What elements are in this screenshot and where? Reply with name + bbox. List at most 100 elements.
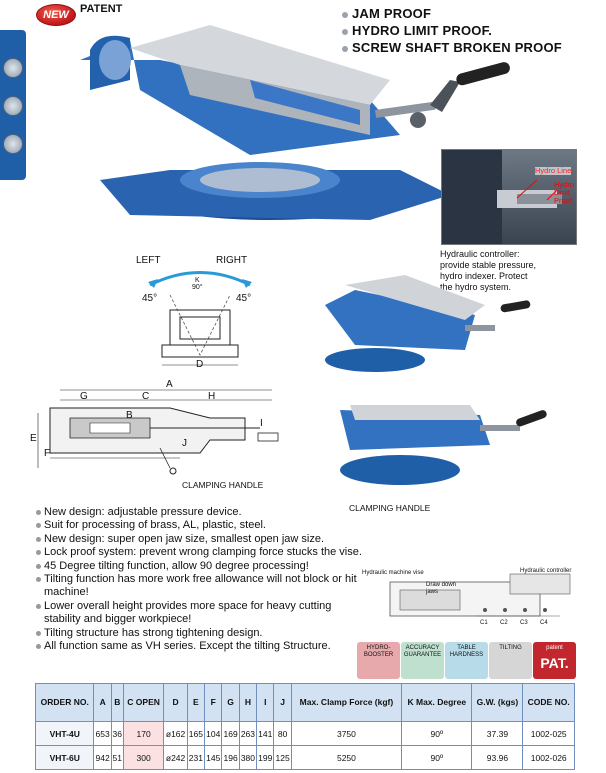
dim-h: H <box>208 391 216 402</box>
table-header-cell: G.W. (kgs) <box>471 683 524 722</box>
main-vise-photo <box>80 25 510 220</box>
vise-photo-flat <box>340 405 547 485</box>
list-item: New design: adjustable pressure device. <box>36 506 366 519</box>
table-cell: 37.39 <box>471 721 524 746</box>
dim-b: B <box>126 410 133 421</box>
table-cell: ø242 <box>163 745 188 770</box>
clamping-handle-photo-label: CLAMPING HANDLE <box>349 503 431 513</box>
left-label: LEFT <box>136 255 161 266</box>
table-cell: 263 <box>238 721 258 746</box>
draw-down-label-1: Draw down <box>426 582 457 588</box>
controller-label: Hydraulic controller <box>520 568 572 574</box>
hydro-limit-label-1: Hydro <box>554 180 575 189</box>
right-label: RIGHT <box>216 255 248 266</box>
table-header-cell: F <box>204 683 223 722</box>
chuck-image <box>3 58 23 78</box>
feature-jam-proof: JAM PROOF <box>342 6 431 21</box>
table-cell: 1002-026 <box>522 745 575 770</box>
dim-i: I <box>260 418 263 429</box>
feature-list: New design: adjustable pressure device. … <box>36 506 366 653</box>
table-cell: 300 <box>122 745 165 770</box>
table-cell: 51 <box>110 745 124 770</box>
accuracy-guarantee-icon: ACCURACY GUARANTEE <box>401 642 444 679</box>
k-label: K <box>195 277 200 284</box>
list-item: Tilting function has more work free allo… <box>36 573 366 600</box>
table-cell: 653 <box>93 721 112 746</box>
table-cell: 90º <box>401 721 473 746</box>
table-cell: 93.96 <box>471 745 524 770</box>
table-header-cell: E <box>186 683 206 722</box>
table-cell: 36 <box>110 721 124 746</box>
d-label: D <box>196 359 204 370</box>
k-angle-label: 90° <box>192 284 203 291</box>
dim-g: G <box>80 391 88 402</box>
hydro-booster-icon: HYDRO-BOOSTER <box>357 642 400 679</box>
table-header-cell: A <box>93 683 112 722</box>
angle-right-label: 45° <box>236 293 252 304</box>
hydro-limit-label-3: Proof <box>554 196 572 205</box>
table-header-cell: H <box>238 683 258 722</box>
table-header-cell: K Max. Degree <box>401 683 473 722</box>
table-row: VHT-4U 653 36 170 ø162 165 104 169 263 1… <box>34 721 575 746</box>
clamping-handle-diagram-label: CLAMPING HANDLE <box>182 480 264 490</box>
table-header-cell: B <box>110 683 124 722</box>
c2-label: C2 <box>500 620 508 626</box>
list-item: Suit for processing of brass, AL, plasti… <box>36 519 366 532</box>
table-cell: 141 <box>256 721 275 746</box>
table-cell: 3750 <box>290 721 403 746</box>
section-diagram: A G C H B E F J I CLAMPING HANDLE <box>30 378 290 493</box>
table-cell: ø162 <box>163 721 188 746</box>
table-cell: VHT-6U <box>34 745 95 770</box>
table-header-cell: ORDER NO. <box>34 683 95 722</box>
table-header-cell: J <box>273 683 292 722</box>
spec-table: ORDER NO. A B C OPEN D E F G H I J Max. … <box>34 683 575 770</box>
dim-e: E <box>30 433 37 444</box>
dim-f: F <box>44 448 51 459</box>
table-cell: 199 <box>256 745 275 770</box>
list-item: All function same as VH series. Except t… <box>36 640 366 653</box>
table-cell: 165 <box>186 721 206 746</box>
chuck-image <box>3 134 23 154</box>
table-cell: VHT-4U <box>34 721 95 746</box>
table-cell: 145 <box>204 745 223 770</box>
table-cell: 380 <box>238 745 258 770</box>
table-cell: 90º <box>401 745 473 770</box>
patent-label: PATENT <box>80 3 123 15</box>
table-header-cell: CODE NO. <box>522 683 575 722</box>
table-cell: 80 <box>273 721 292 746</box>
hydro-caption: Hydraulic controller: provide stable pre… <box>440 249 537 292</box>
table-cell: 170 <box>122 721 165 746</box>
table-cell: 196 <box>221 745 240 770</box>
table-header-row: ORDER NO. A B C OPEN D E F G H I J Max. … <box>34 683 575 722</box>
draw-down-label-2: jaws <box>426 589 439 595</box>
table-hardness-icon: TABLE HARDNESS <box>445 642 488 679</box>
table-cell: 231 <box>186 745 206 770</box>
c3-label: C3 <box>520 620 528 626</box>
angle-left-label: 45° <box>142 293 158 304</box>
new-badge: NEW <box>36 4 76 26</box>
hydro-line-label: Hydro Line <box>535 166 572 175</box>
list-item: New design: super open jaw size, smalles… <box>36 533 366 546</box>
list-item: Lock proof system: prevent wrong clampin… <box>36 546 366 559</box>
vise-photo-tilted <box>325 275 531 372</box>
hydro-closeup-photo: Hydro Line Hydro Limit Proof <box>441 149 577 245</box>
list-item: 45 Degree tilting function, allow 90 deg… <box>36 560 366 573</box>
feature-hydro-limit: HYDRO LIMIT PROOF. <box>342 23 492 38</box>
table-cell: 1002-025 <box>522 721 575 746</box>
chuck-image <box>3 96 23 116</box>
table-header-cell: C OPEN <box>122 683 165 722</box>
dim-j: J <box>182 438 187 449</box>
table-cell: 5250 <box>290 745 403 770</box>
table-cell: 125 <box>273 745 292 770</box>
table-header-cell: I <box>256 683 275 722</box>
table-cell: 942 <box>93 745 112 770</box>
tilting-icon: TILTING <box>489 642 532 679</box>
hydro-limit-label-2: Limit <box>554 188 570 197</box>
feature-screw-shaft: SCREW SHAFT BROKEN PROOF <box>342 40 562 55</box>
patent-icon: patent PAT. <box>533 642 576 679</box>
dim-a: A <box>166 379 173 390</box>
table-header-cell: G <box>221 683 240 722</box>
side-photo-strip <box>0 30 26 180</box>
table-row: VHT-6U 942 51 300 ø242 231 145 196 380 1… <box>34 745 575 770</box>
table-header-cell: D <box>163 683 188 722</box>
